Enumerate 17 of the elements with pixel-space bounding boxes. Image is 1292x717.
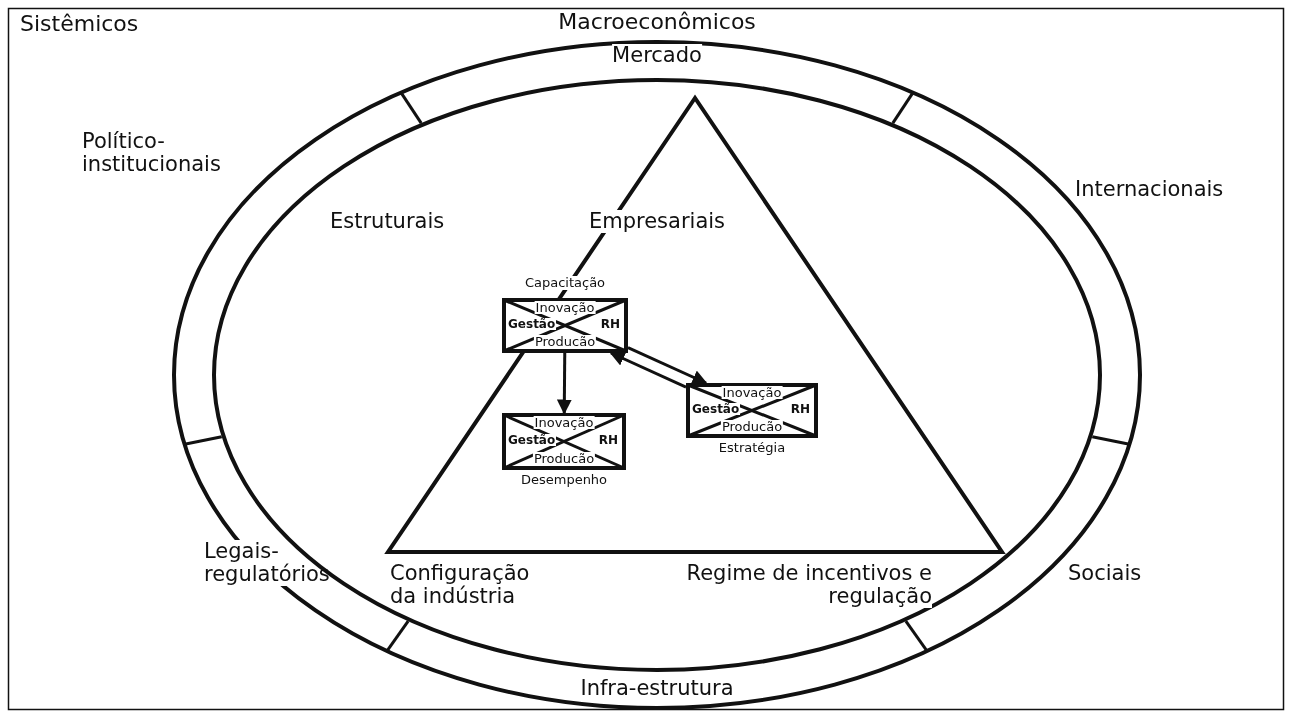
frame-border [8, 8, 1284, 710]
arrow [556, 353, 572, 415]
factor-label: Producão [533, 335, 597, 348]
box-caption: Estratégia [718, 441, 786, 456]
factor-label: Producão [532, 452, 596, 465]
factor-label: Inovação [534, 301, 596, 314]
crossed-box [502, 298, 628, 353]
factor-label: Inovação [533, 416, 595, 429]
box-caption: Capacitação [524, 276, 606, 291]
arrow [627, 346, 708, 385]
crossed-box [502, 413, 626, 470]
box-caption: Desempenho [520, 473, 608, 488]
arrow [609, 351, 687, 389]
factor-label: Producão [720, 420, 784, 433]
factor-label: Empresariais [588, 210, 726, 234]
factor-label: Inovação [721, 386, 783, 399]
crossed-box [686, 383, 818, 438]
